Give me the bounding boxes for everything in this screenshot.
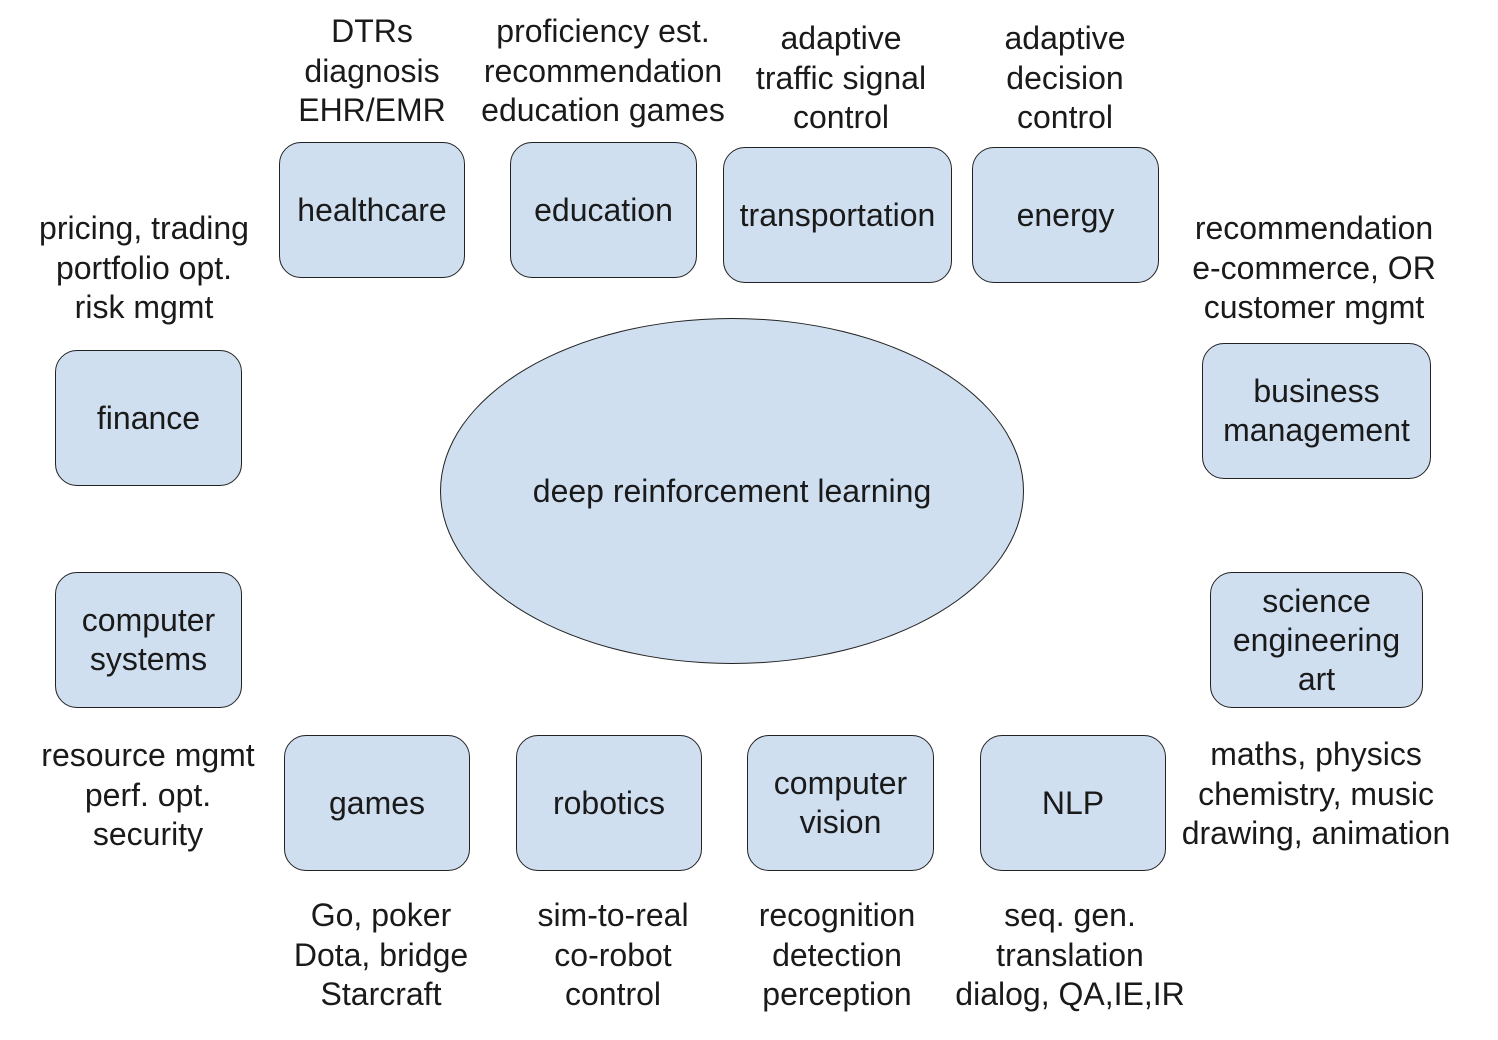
transportation-label: transportation — [739, 196, 936, 233]
computer-systems-example: perf. opt. — [84, 776, 212, 813]
energy-examples: adaptive decision control — [965, 19, 1165, 138]
transportation-example: traffic signal — [755, 59, 927, 96]
business-examples: recommendation e-commerce, OR customer m… — [1174, 209, 1454, 328]
finance-examples: pricing, trading portfolio opt. risk mgm… — [28, 209, 260, 328]
healthcare-example: DTRs — [331, 13, 413, 49]
healthcare-example: EHR/EMR — [298, 92, 446, 128]
nlp-example: translation — [996, 936, 1144, 973]
healthcare-node: healthcare — [279, 142, 465, 278]
science-label-line: engineering — [1232, 621, 1401, 658]
nlp-examples: seq. gen. translation dialog, QA,IE,IR — [940, 896, 1200, 1015]
games-example: Go, poker — [310, 897, 452, 933]
science-example: maths, physics — [1210, 736, 1422, 772]
robotics-node: robotics — [516, 735, 702, 871]
games-example: Starcraft — [320, 976, 442, 1012]
deep-rl-center-node: deep reinforcement learning — [440, 318, 1024, 664]
business-example: customer mgmt — [1203, 289, 1425, 325]
computer-systems-node: computer systems — [55, 572, 242, 708]
business-label-line: business — [1253, 373, 1380, 409]
science-example: drawing, animation — [1181, 815, 1451, 851]
energy-example: adaptive — [1004, 20, 1126, 56]
education-node: education — [510, 142, 697, 278]
energy-example: control — [1016, 99, 1114, 135]
games-example: Dota, bridge — [293, 936, 469, 973]
education-examples: proficiency est. recommendation educatio… — [473, 12, 733, 131]
healthcare-label: healthcare — [297, 192, 447, 228]
finance-example: pricing, trading — [39, 210, 249, 246]
finance-example: risk mgmt — [74, 289, 214, 325]
games-label: games — [328, 784, 426, 821]
business-management-node: business management — [1202, 343, 1431, 479]
business-label-line: management — [1223, 412, 1410, 448]
nlp-node: NLP — [980, 735, 1166, 871]
transportation-examples: adaptive traffic signal control — [741, 19, 941, 138]
business-management-label: business management — [1223, 372, 1410, 450]
transportation-example: adaptive — [780, 20, 902, 56]
business-example: e-commerce, OR — [1192, 249, 1436, 286]
nlp-label: NLP — [1041, 784, 1105, 821]
science-examples: maths, physics chemistry, music drawing,… — [1168, 735, 1464, 854]
education-label: education — [534, 191, 673, 228]
energy-label: energy — [1016, 196, 1115, 233]
computer-vision-example: detection — [772, 936, 902, 973]
computer-vision-node: computer vision — [747, 735, 934, 871]
computer-vision-examples: recognition detection perception — [737, 896, 937, 1015]
finance-example: portfolio opt. — [55, 249, 233, 286]
computer-systems-examples: resource mgmt perf. opt. security — [28, 736, 268, 855]
computer-vision-example: recognition — [758, 897, 916, 933]
finance-node: finance — [55, 350, 242, 486]
computer-systems-label-line: systems — [89, 641, 208, 677]
healthcare-examples: DTRs diagnosis EHR/EMR — [272, 12, 472, 131]
education-example: recommendation — [483, 52, 723, 89]
computer-vision-label-line: vision — [799, 804, 882, 840]
education-example: proficiency est. — [496, 13, 710, 49]
nlp-example: seq. gen. — [1004, 897, 1136, 933]
games-examples: Go, poker Dota, bridge Starcraft — [281, 896, 481, 1015]
computer-systems-example: security — [92, 816, 204, 852]
nlp-example: dialog, QA,IE,IR — [955, 976, 1185, 1012]
science-label-line: science — [1262, 582, 1371, 619]
robotics-example: co-robot — [554, 936, 672, 973]
robotics-example: sim-to-real — [537, 897, 689, 933]
finance-label: finance — [96, 399, 201, 436]
robotics-example: control — [564, 976, 662, 1012]
center-label: deep reinforcement learning — [532, 472, 932, 509]
healthcare-example: diagnosis — [304, 52, 440, 89]
computer-vision-label: computer vision — [774, 764, 907, 842]
science-engineering-art-label: science engineering art — [1233, 582, 1400, 699]
computer-vision-example: perception — [762, 976, 912, 1012]
robotics-label: robotics — [552, 784, 666, 821]
computer-systems-example: resource mgmt — [41, 737, 255, 773]
education-example: education games — [481, 92, 725, 128]
computer-systems-label-line: computer — [81, 602, 216, 638]
science-example: chemistry, music — [1198, 775, 1434, 812]
science-engineering-art-node: science engineering art — [1210, 572, 1423, 708]
transportation-node: transportation — [723, 147, 952, 283]
games-node: games — [284, 735, 470, 871]
computer-systems-label: computer systems — [82, 601, 215, 679]
energy-node: energy — [972, 147, 1159, 283]
robotics-examples: sim-to-real co-robot control — [513, 896, 713, 1015]
energy-example: decision — [1006, 59, 1124, 96]
transportation-example: control — [792, 99, 890, 135]
business-example: recommendation — [1194, 210, 1434, 246]
science-label-line: art — [1297, 660, 1336, 697]
computer-vision-label-line: computer — [773, 765, 908, 801]
